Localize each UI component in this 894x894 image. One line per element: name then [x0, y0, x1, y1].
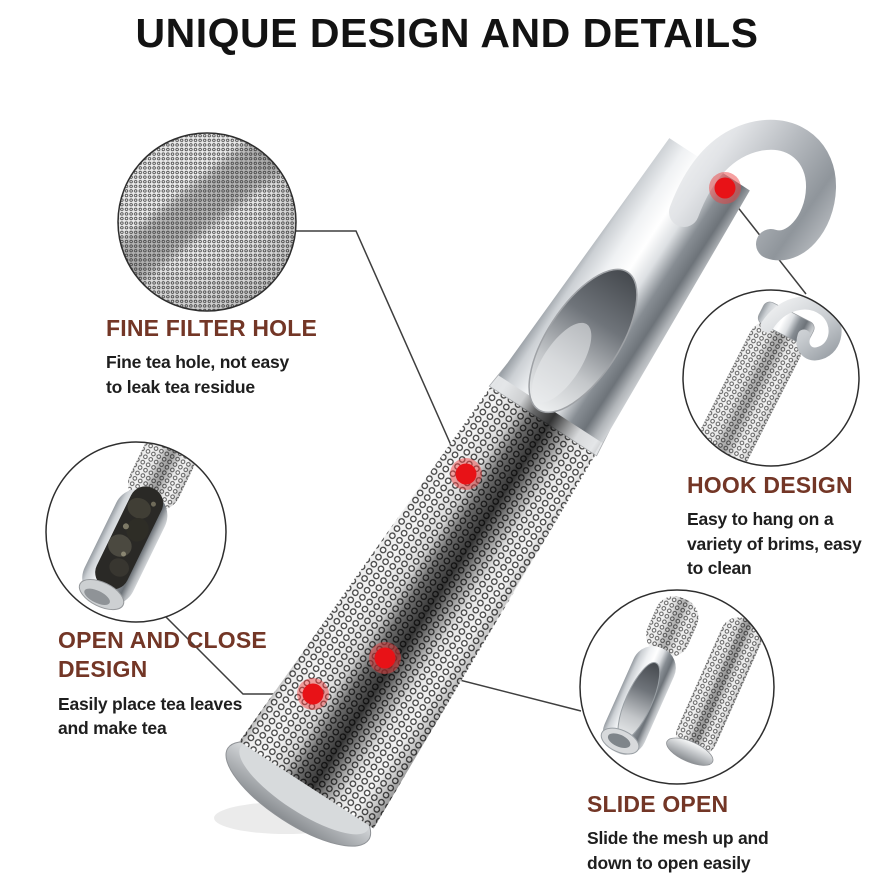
scoop-half: [600, 596, 699, 755]
callout-hook-design-body: Easy to hang on a variety of brims, easy…: [687, 509, 862, 578]
callout-slide-open-body: Slide the mesh up and down to open easil…: [587, 828, 769, 873]
callout-fine-filter-heading: FINE FILTER HOLE: [106, 315, 318, 341]
inset-open-close: [45, 441, 227, 623]
inset-slide: [579, 589, 775, 785]
page-title: UNIQUE DESIGN AND DETAILS: [135, 10, 759, 56]
marker-dot-fine-filter: [450, 458, 482, 490]
marker-dot-slide-open: [369, 642, 401, 674]
callout-open-close: OPEN AND CLOSE DESIGN Easily place tea l…: [58, 626, 267, 740]
leader-line-fine-filter: [296, 230, 463, 471]
mesh-shading: [239, 364, 609, 829]
callout-slide-open: SLIDE OPEN Slide the mesh up and down to…: [587, 790, 769, 875]
callout-open-close-body: Easily place tea leaves and make tea: [58, 693, 243, 739]
callout-fine-filter: FINE FILTER HOLE Fine tea hole, not easy…: [106, 314, 317, 399]
mesh-half: [666, 617, 762, 766]
marker-dot-hook: [709, 172, 741, 204]
inset-hook: [682, 289, 860, 467]
hook: [669, 119, 836, 261]
base-cap-inner: [239, 742, 370, 835]
callout-hook-design-heading: HOOK DESIGN: [687, 472, 853, 498]
callout-open-close-heading: OPEN AND CLOSE DESIGN: [58, 627, 267, 683]
scoop-reflection: [531, 322, 592, 403]
marker-dot-open-close: [297, 678, 329, 710]
callout-fine-filter-body: Fine tea hole, not easy to leak tea resi…: [106, 352, 290, 397]
inset-fine-filter: [117, 132, 297, 312]
tea-leaves: [108, 497, 156, 577]
callout-hook-design: HOOK DESIGN Easy to hang on a variety of…: [687, 471, 862, 580]
callout-slide-open-heading: SLIDE OPEN: [587, 791, 729, 817]
mini-hook: [760, 296, 842, 361]
